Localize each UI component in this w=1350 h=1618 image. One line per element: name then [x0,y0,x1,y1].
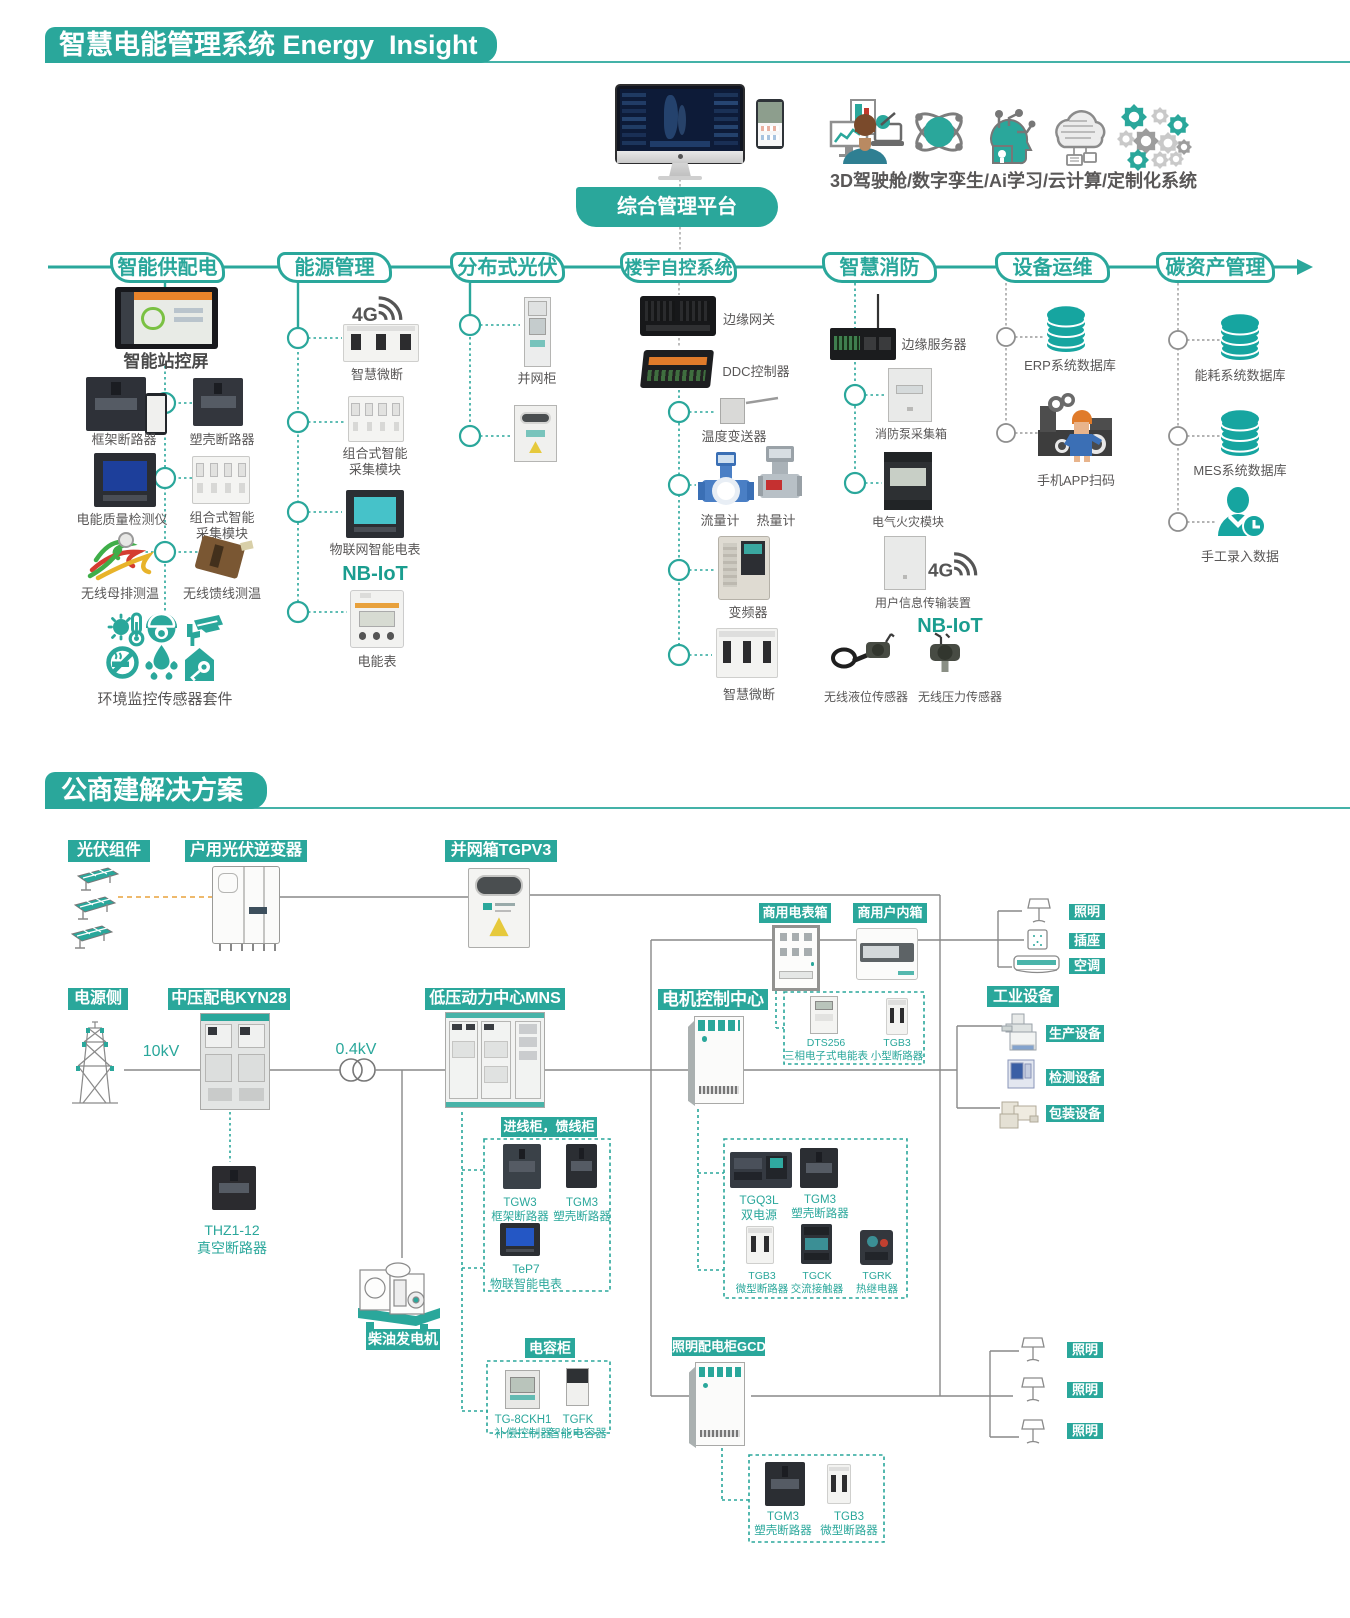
svg-text:4G: 4G [352,305,378,326]
svg-text:4G: 4G [928,560,953,581]
